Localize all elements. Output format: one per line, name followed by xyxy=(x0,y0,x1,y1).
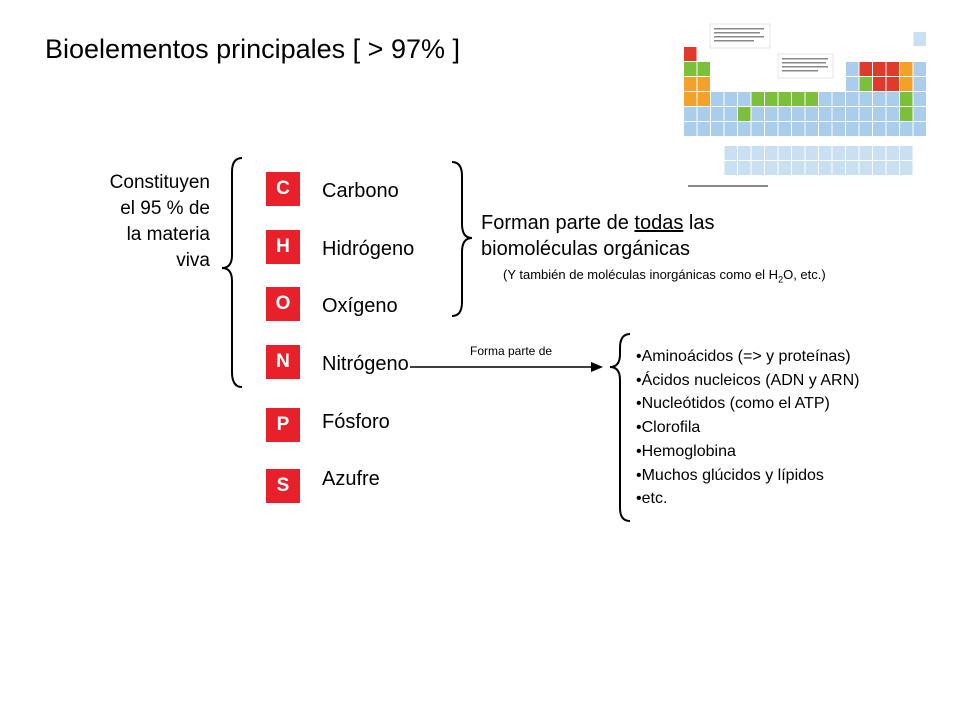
arrow-head xyxy=(591,362,603,372)
element-symbol-h: H xyxy=(266,230,300,264)
organic-line-1-underlined: todas xyxy=(634,212,684,234)
element-symbol-n: N xyxy=(266,345,300,379)
list-item: •Aminoácidos (=> y proteínas) xyxy=(636,348,851,365)
element-symbol-s: S xyxy=(266,469,300,503)
molecule-brace xyxy=(609,333,631,522)
constituyen-line: viva xyxy=(176,250,210,271)
organic-molecules-text: Forman parte de todas las biomoléculas o… xyxy=(481,210,714,262)
right-brace xyxy=(451,161,473,317)
note-post: O, etc.) xyxy=(783,267,826,282)
list-item: •Hemoglobina xyxy=(636,442,736,460)
organic-line-1-post: las xyxy=(683,212,715,234)
element-symbol-p: P xyxy=(266,408,300,442)
note-subscript: 2 xyxy=(778,274,784,285)
organic-line-2: biomoléculas orgánicas xyxy=(481,238,691,260)
left-brace xyxy=(221,157,243,388)
element-name-azufre: Azufre xyxy=(322,468,380,490)
arrow-label: Forma parte de xyxy=(470,344,553,358)
molecule-list: •Aminoácidos (=> y proteínas) •Ácidos nu… xyxy=(636,345,859,511)
constituyen-line: Constituyen xyxy=(109,172,210,193)
constituyen-line: el 95 % de xyxy=(120,198,210,219)
periodic-table-image xyxy=(684,23,926,187)
element-name-nitrogeno: Nitrógeno xyxy=(322,353,409,375)
constituyen-line: la materia xyxy=(126,224,210,245)
list-item: •Nucleótidos (como el ATP) xyxy=(636,395,830,413)
element-name-carbono: Carbono xyxy=(322,180,399,202)
page-title: Bioelementos principales [ > 97% ] xyxy=(45,34,460,64)
element-symbol-c: C xyxy=(266,172,300,206)
element-symbol-o: O xyxy=(266,287,300,321)
inorganic-note: (Y también de moléculas inorgánicas como… xyxy=(503,267,826,285)
constituyen-label: Constituyen el 95 % de la materia viva xyxy=(60,170,210,274)
organic-line-1: Forman parte de todas las xyxy=(481,210,714,236)
list-item: •etc. xyxy=(636,490,668,508)
note-pre: (Y también de moléculas inorgánicas como… xyxy=(503,267,779,282)
list-item: •Ácidos nucleicos (ADN y ARN) xyxy=(636,371,860,389)
element-name-oxigeno: Oxígeno xyxy=(322,295,398,317)
list-item: •Muchos glúcidos y lípidos xyxy=(636,466,824,484)
organic-line-1-pre: Forman parte de xyxy=(481,212,635,234)
element-name-hidrogeno: Hidrógeno xyxy=(322,238,415,260)
list-item: •Clorofila xyxy=(636,419,701,437)
element-name-fosforo: Fósforo xyxy=(322,411,390,433)
